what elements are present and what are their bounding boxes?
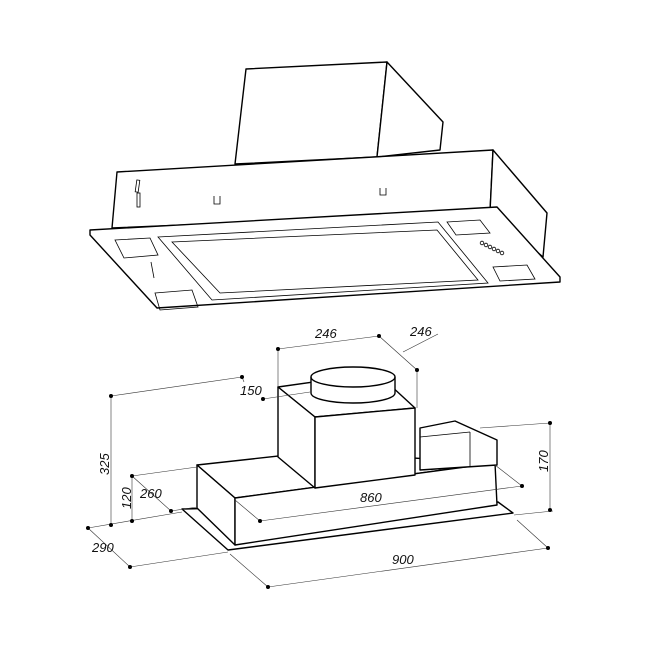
dim-total-height: 325 bbox=[97, 453, 112, 475]
chimney-box-front bbox=[234, 61, 388, 165]
light-icon bbox=[446, 219, 491, 236]
dim-frame-depth: 290 bbox=[91, 540, 114, 555]
light-icon bbox=[492, 264, 536, 282]
body-side-panel bbox=[489, 149, 548, 258]
dim-motor-height: 170 bbox=[536, 450, 551, 472]
dimension-dots bbox=[86, 334, 552, 589]
upper-body-front bbox=[314, 407, 416, 489]
hood-dimension-view: 246 246 150 325 120 260 290 860 900 170 bbox=[86, 324, 554, 589]
light-icon bbox=[114, 237, 159, 259]
duct-collar bbox=[310, 366, 396, 404]
glass-panel bbox=[157, 221, 489, 301]
dimension-lines bbox=[87, 333, 554, 588]
bracket-icon bbox=[213, 196, 221, 205]
light-icon bbox=[154, 289, 199, 311]
dim-frame-width: 900 bbox=[392, 552, 414, 567]
brand-logo bbox=[150, 261, 155, 279]
dim-duct-diameter: 150 bbox=[240, 383, 262, 398]
dim-duct-width: 246 bbox=[314, 326, 337, 341]
motor-unit bbox=[419, 420, 498, 471]
dim-body-width: 860 bbox=[360, 490, 382, 505]
chimney-box-side bbox=[376, 61, 444, 158]
dim-duct-depth: 246 bbox=[409, 324, 432, 339]
dim-body-height: 120 bbox=[119, 487, 134, 509]
hood-perspective-view bbox=[89, 61, 561, 311]
bracket-icon bbox=[379, 188, 387, 196]
front-plate bbox=[89, 206, 561, 309]
control-buttons[interactable] bbox=[479, 240, 505, 256]
dim-body-depth: 260 bbox=[139, 486, 162, 501]
